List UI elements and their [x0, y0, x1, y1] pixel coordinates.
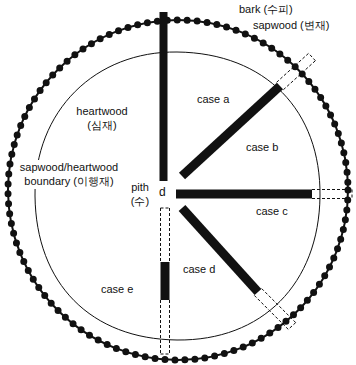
part-label: bark (수피) — [238, 2, 294, 16]
sapwood-heartwood-boundary — [35, 52, 320, 340]
sample-bar — [182, 86, 280, 176]
part-label: case a — [196, 92, 230, 106]
sample-extension — [312, 190, 352, 199]
part-label: pith (수) — [124, 180, 156, 209]
part-label: case e — [100, 282, 134, 296]
part-label: d — [158, 185, 167, 201]
part-label: sapwood/heartwood boundary (이행재) — [16, 160, 122, 189]
part-label: case d — [182, 262, 216, 276]
sample-extension — [277, 53, 316, 89]
sample-bar — [176, 190, 312, 199]
sample-extension — [161, 208, 170, 354]
sample-bar — [161, 262, 170, 300]
part-label: sapwood (변재) — [252, 18, 330, 32]
part-label: heartwood (심재) — [70, 104, 134, 133]
part-label: case c — [255, 204, 289, 218]
bark-outline — [8, 20, 348, 360]
sample-bar — [160, 12, 168, 181]
sample-bar — [182, 208, 258, 292]
sample-extension — [254, 289, 295, 330]
bark-scallops — [8, 20, 348, 360]
part-label: case b — [245, 140, 279, 154]
